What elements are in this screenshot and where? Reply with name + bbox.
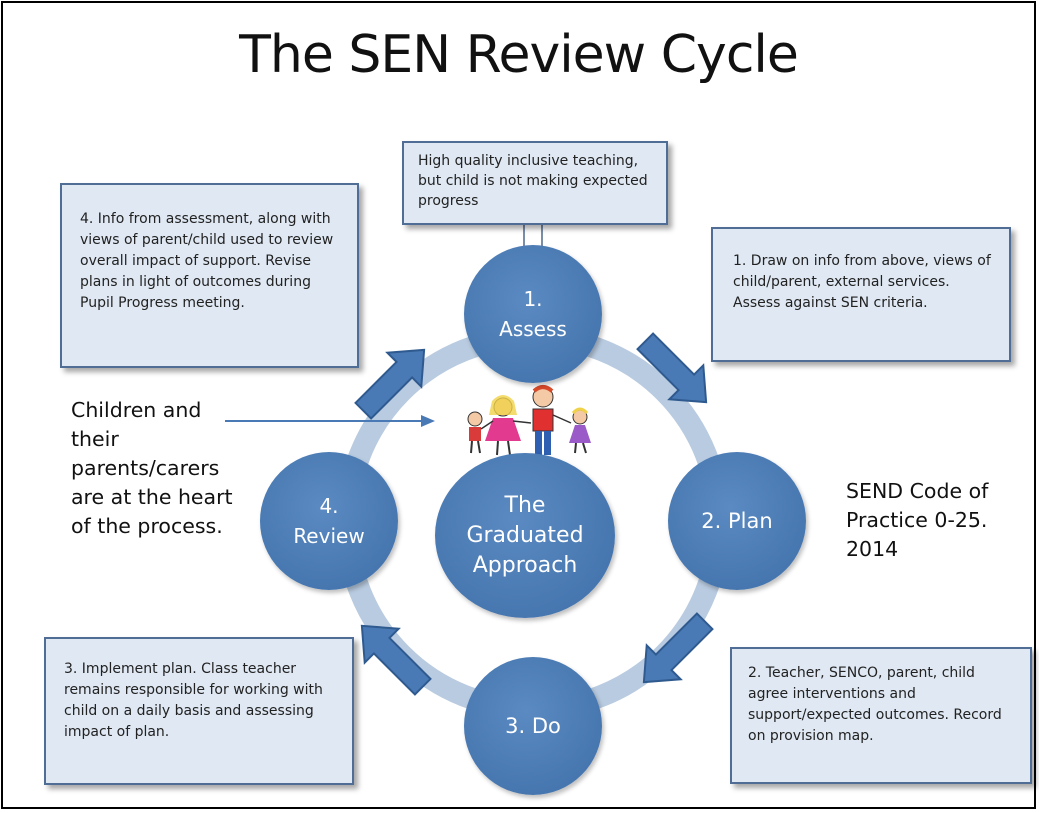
stage-plan-circle: 2. Plan [668, 452, 806, 590]
diagram-title: The SEN Review Cycle [239, 25, 799, 85]
send-code-text: SEND Code of Practice 0-25. 2014 [846, 479, 989, 561]
stage-assess-label: 1. Assess [499, 287, 567, 341]
arrow-do-to-review [360, 624, 432, 696]
center-circle: The Graduated Approach [435, 453, 615, 618]
family-clipart-icon [467, 385, 591, 456]
stage-do-circle: 3. Do [464, 657, 602, 795]
note-do: 3. Implement plan. Class teacher remains… [44, 637, 354, 785]
children-heart-text: Children and their parents/carers are at… [71, 398, 233, 538]
note-assess: 1. Draw on info from above, views of chi… [711, 227, 1011, 362]
note-plan: 2. Teacher, SENCO, parent, child agree i… [730, 647, 1032, 784]
arrow-assess-to-plan [636, 332, 708, 404]
arrow-review-to-assess [354, 348, 426, 420]
arrow-plan-to-do [642, 612, 714, 684]
center-label: The Graduated Approach [466, 492, 584, 578]
stage-assess-circle: 1. Assess [464, 245, 602, 383]
stage-do-label: 3. Do [505, 714, 561, 738]
stage-plan-label: 2. Plan [701, 509, 773, 533]
stage-review-circle: 4. Review [260, 452, 398, 590]
stage-review-label: 4. Review [293, 494, 365, 548]
note-review: 4. Info from assessment, along with view… [60, 183, 359, 368]
heart-pointer-arrow [225, 415, 435, 427]
note-top-input: High quality inclusive teaching, but chi… [402, 141, 668, 225]
